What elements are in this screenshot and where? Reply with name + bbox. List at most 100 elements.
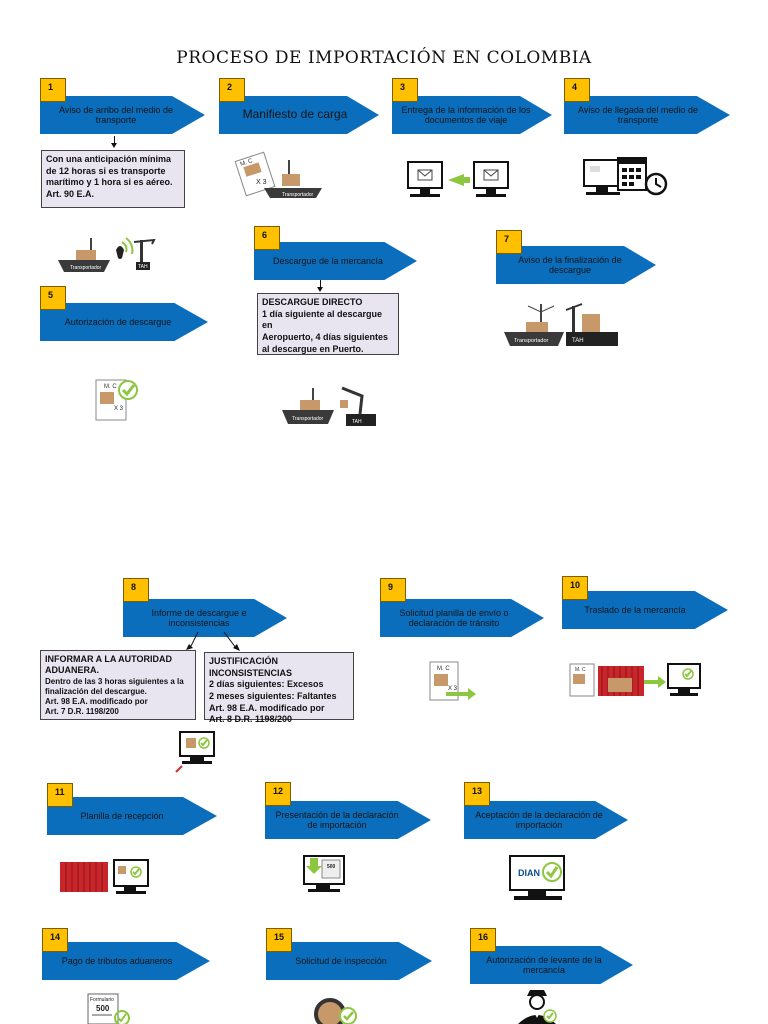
computer-calendar-clock-icon [583,157,668,196]
transportador-label: Transportador [70,265,102,271]
connector-arrow [317,280,323,292]
transportador-label: Transportador [514,338,549,344]
note-heading: JUSTIFICACIÓN INCONSISTENCIAS [209,656,293,678]
step-label: Autorización de levante de la mercancía [486,954,602,975]
form-number-label: 500 [96,1004,110,1013]
copies-label: X 3 [114,406,124,412]
step-label: Aceptación de la declaración de importac… [475,809,603,830]
page-title: PROCESO DE IMPORTACIÓN EN COLOMBIA [176,48,592,68]
step-arrow [562,591,728,629]
tah-label: TAH [138,264,148,270]
ship-crane-icon: Transportador TAH [504,303,618,346]
tax-form-icon: Formulario 500 [87,993,130,1024]
note-line: marítimo y 1 hora si es aéreo. [46,177,173,188]
ship-unloading-icon: Transportador TAH [282,386,376,426]
step-number-badge: 6 [254,226,280,250]
note-heading: DESCARGUE DIRECTO [262,297,363,307]
step-label: Presentación de la declaración de import… [275,809,399,830]
manifest-label: M. C [437,666,450,672]
note-line: Con una anticipación mínima [46,154,172,164]
step-arrow [47,797,217,835]
note-line: 1 día siguiente al descargue en [262,308,383,331]
step-arrow [123,599,287,637]
dian-label: DIAN [518,868,540,878]
note-line: Art. 7 D.R. 1198/200 [45,706,119,716]
step-number-badge: 12 [265,782,291,806]
step-label: Solicitud de inspección [295,955,387,966]
step-13: Aceptación de la declaración de importac… [464,801,628,839]
magnifier-check-icon [314,998,357,1024]
step-number-badge: 2 [219,78,245,102]
note-line: Art. 98 E.A. modificado por [209,702,325,713]
manifest-label: M. C [104,384,117,390]
step-number-badge: 15 [266,928,292,952]
computer-dian-check-icon: DIAN [509,855,565,900]
step-label: Aviso de llegada del medio de transporte [578,104,698,125]
step-9: Solicitud planilla de envío o declaració… [380,599,544,637]
step-number-badge: 13 [464,782,490,806]
step-number-badge: 4 [564,78,590,102]
step-arrow [496,246,656,284]
form-number-label: 500 [327,864,336,870]
step-8: Informe de descargue e inconsistencias [123,599,287,637]
step-arrow [266,942,432,980]
step-label: Pago de tributos aduaneros [61,955,173,966]
step-arrow [392,96,552,134]
manifest-label: M. C [575,667,586,673]
step-3: Entrega de la información de los documen… [392,96,552,134]
step-1: Aviso de arribo del medio de transporte [40,96,205,134]
step-arrow [219,96,379,134]
step-2: Manifiesto de carga [219,96,379,134]
note-line: 2 meses siguientes: Faltantes [209,691,337,702]
note-line: Aeropuerto, 4 días siguientes [262,332,389,343]
step-label: Planilla de recepción [80,810,164,821]
note-step-6: DESCARGUE DIRECTO 1 día siguiente al des… [257,293,399,355]
copies-label: X 3 [448,686,458,692]
step-arrow [254,242,417,280]
computer-form-download-icon: 500 [303,855,345,892]
computer-message-icon [407,161,509,197]
step-15: Solicitud de inspección [266,942,432,980]
note-step-8-inform: INFORMAR A LA AUTORIDAD ADUANERA. Dentro… [40,650,196,720]
container-computer-icon [60,859,149,894]
note-line: Dentro de las 3 horas siguientes a la [45,676,184,686]
step-arrow [40,303,208,341]
step-label: Solicitud planilla de envío o declaració… [399,607,509,628]
formulario-label: Formulario [90,997,114,1003]
step-arrow [40,96,205,134]
step-label: Autorización de descargue [64,316,172,327]
note-line: Art. 98 E.A. modificado por [45,696,148,706]
note-step-1: Con una anticipación mínima de 12 horas … [41,150,185,208]
step-14: Pago de tributos aduaneros [42,942,210,980]
step-10: Traslado de la mercancía [562,591,728,629]
transportador-label: Transportador [282,192,314,198]
copies-label: X 3 [256,179,267,186]
note-line: al descargue en Puerto. [262,343,364,354]
note-line: de 12 horas si es transporte [46,165,166,176]
step-number-badge: 3 [392,78,418,102]
split-connector-arrows [186,631,240,651]
step-11: Planilla de recepción [47,797,217,835]
manifest-check-icon: M. C X 3 [95,379,138,421]
step-6: Descargue de la mercancía [254,242,417,280]
tah-label: TAH [572,338,584,344]
step-number-badge: 9 [380,578,406,602]
step-number-badge: 11 [47,783,73,807]
note-heading: INFORMAR A LA AUTORIDAD ADUANERA. [45,654,172,676]
step-16: Autorización de levante de la mercancía [470,946,633,984]
step-label: Traslado de la mercancía [584,604,686,615]
step-12: Presentación de la declaración de import… [265,801,431,839]
note-line: Art. 8 D.R. 1198/200 [209,714,293,725]
customs-officer-icon [518,990,557,1024]
step-label: Aviso de arribo del medio de transporte [59,104,173,125]
tah-label: TAH [352,419,362,425]
step-label: Aviso de la finalización de descargue [518,254,622,275]
step-arrow [470,946,633,984]
note-line: Art. 90 E.A. [46,189,95,200]
note-step-8-justification: JUSTIFICACIÓN INCONSISTENCIAS 2 días sig… [204,652,354,724]
step-number-badge: 5 [40,286,66,310]
step-number-badge: 8 [123,578,149,602]
step-number-badge: 1 [40,78,66,102]
computer-check-small-icon [175,731,215,773]
note-line: 2 días siguientes: Excesos [209,679,324,690]
